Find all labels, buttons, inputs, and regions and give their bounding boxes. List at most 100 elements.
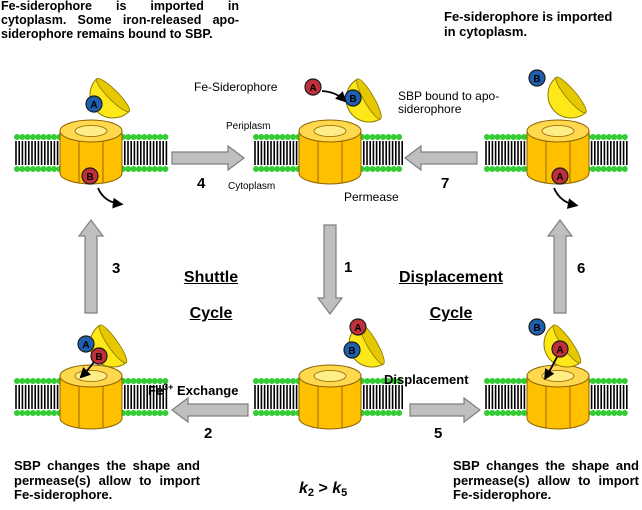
lipid-head bbox=[29, 134, 36, 140]
lipid-head bbox=[521, 378, 528, 384]
iron-siderophore-marker: B bbox=[90, 347, 108, 365]
lipid-head bbox=[595, 410, 602, 416]
lipid-head bbox=[484, 378, 490, 384]
caption-top-right: Fe-siderophore is imported in cytoplasm. bbox=[444, 9, 613, 39]
k2-subscript: 2 bbox=[307, 486, 315, 499]
lipid-head bbox=[284, 410, 291, 416]
step-3: 3 bbox=[112, 260, 121, 277]
lipid-head bbox=[141, 410, 148, 416]
lipid-head bbox=[369, 166, 376, 172]
release-arrow bbox=[544, 356, 558, 381]
caption-bottom-right: SBP changes the shape and permease(s) al… bbox=[453, 458, 639, 503]
permease-channel bbox=[526, 364, 590, 430]
channel-body bbox=[59, 130, 123, 185]
lipid-head bbox=[396, 134, 403, 140]
channel-pore bbox=[74, 370, 108, 382]
lipid-head bbox=[505, 166, 512, 172]
lipid-head bbox=[258, 166, 265, 172]
lipid-head bbox=[489, 166, 496, 172]
step-4: 4 bbox=[197, 175, 206, 192]
lipid-head bbox=[125, 134, 132, 140]
lipid-head bbox=[162, 166, 169, 172]
lipid-head bbox=[258, 378, 265, 384]
permease-channel bbox=[526, 119, 590, 185]
lipid-head bbox=[253, 166, 259, 172]
lipid-head bbox=[135, 378, 142, 384]
channel-pore bbox=[541, 125, 575, 137]
lipid-head bbox=[374, 410, 381, 416]
lipid-head bbox=[24, 410, 31, 416]
lipid-head bbox=[51, 134, 58, 140]
marker-circle bbox=[304, 78, 322, 96]
lipid-head bbox=[595, 134, 602, 140]
lipid-head bbox=[510, 134, 517, 140]
lipid-head bbox=[369, 410, 376, 416]
lipid-head bbox=[151, 166, 158, 172]
channel-pore bbox=[313, 125, 347, 137]
marker-letter: A bbox=[82, 340, 89, 351]
lipid-head bbox=[510, 378, 517, 384]
lipid-head bbox=[35, 378, 42, 384]
channel-body bbox=[298, 375, 362, 430]
iron-siderophore-marker: B bbox=[81, 167, 99, 185]
lipid-head bbox=[621, 166, 628, 172]
permease-channel bbox=[59, 364, 123, 430]
lipid-head bbox=[605, 410, 612, 416]
permease-label: Permease bbox=[344, 190, 399, 204]
lipid-head bbox=[263, 378, 270, 384]
lipid-head bbox=[489, 410, 496, 416]
lipid-head bbox=[605, 134, 612, 140]
channel-body bbox=[526, 375, 590, 430]
lipid-head bbox=[14, 166, 20, 172]
lipid-head bbox=[45, 134, 52, 140]
lipid-head bbox=[515, 378, 522, 384]
lipid-head bbox=[130, 378, 137, 384]
lipid-head bbox=[380, 166, 387, 172]
marker-circle bbox=[349, 318, 367, 336]
lipid-head bbox=[396, 410, 403, 416]
marker-circle bbox=[343, 341, 361, 359]
sbp-bound-label: SBP bound to apo-siderophore bbox=[398, 89, 500, 117]
lipid-head bbox=[45, 410, 52, 416]
marker-circle bbox=[551, 167, 569, 185]
greater-than-sign: > bbox=[314, 479, 333, 497]
rate-constant-comparison: k2 > k5 bbox=[299, 462, 347, 499]
marker-letter: A bbox=[354, 323, 361, 334]
lipid-head bbox=[253, 410, 259, 416]
arrow-body bbox=[316, 224, 344, 315]
lipid-head bbox=[146, 378, 153, 384]
lipid-head bbox=[274, 134, 281, 140]
arrow-body bbox=[77, 219, 105, 314]
lipid-head bbox=[35, 166, 42, 172]
lipid-head bbox=[19, 410, 26, 416]
lipid-head bbox=[494, 166, 501, 172]
arrow-body bbox=[409, 396, 481, 424]
lipid-head bbox=[600, 378, 607, 384]
apo-siderophore-marker: B bbox=[528, 318, 546, 336]
lipid-head bbox=[521, 166, 528, 172]
lipid-head bbox=[616, 166, 623, 172]
lipid-head bbox=[510, 166, 517, 172]
lipid-head bbox=[274, 378, 281, 384]
step-5: 5 bbox=[434, 425, 443, 442]
lipid-head bbox=[14, 410, 20, 416]
sbp-protein bbox=[547, 76, 587, 119]
lipid-head bbox=[268, 166, 275, 172]
lipid-head bbox=[157, 166, 164, 172]
lipid-head bbox=[125, 378, 132, 384]
marker-circle bbox=[90, 347, 108, 365]
lipid-head bbox=[611, 410, 618, 416]
apo-siderophore-marker: B bbox=[344, 89, 362, 107]
lipid-head bbox=[499, 134, 506, 140]
shuttle-cycle-title: Shuttle Cycle bbox=[166, 251, 256, 341]
lipid-head bbox=[253, 378, 259, 384]
lipid-head bbox=[374, 378, 381, 384]
apo-siderophore-marker: A bbox=[77, 335, 95, 353]
lipid-head bbox=[19, 166, 26, 172]
lipid-head bbox=[284, 378, 291, 384]
fe3-exchange-pre: Fe bbox=[148, 382, 164, 398]
lipid-head bbox=[590, 166, 596, 172]
lipid-head bbox=[600, 166, 607, 172]
